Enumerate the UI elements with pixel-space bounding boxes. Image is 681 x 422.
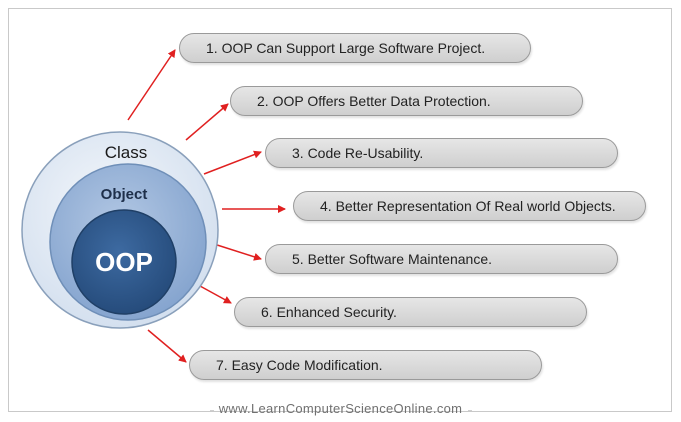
benefit-label-5: 5. Better Software Maintenance.	[292, 251, 492, 267]
footer-line-left	[210, 410, 214, 411]
arrow-3	[203, 150, 262, 175]
benefit-label-7: 7. Easy Code Modification.	[216, 357, 383, 373]
benefit-label-3: 3. Code Re-Usability.	[292, 145, 424, 161]
benefit-label-6: 6. Enhanced Security.	[261, 304, 397, 320]
benefit-pill-4: 4. Better Representation Of Real world O…	[293, 191, 646, 221]
arrow-7	[147, 329, 187, 363]
arrow-2	[185, 103, 229, 141]
benefit-label-2: 2. OOP Offers Better Data Protection.	[257, 93, 491, 109]
benefit-pill-2: 2. OOP Offers Better Data Protection.	[230, 86, 583, 116]
benefit-pill-3: 3. Code Re-Usability.	[265, 138, 618, 168]
benefit-pill-6: 6. Enhanced Security.	[234, 297, 587, 327]
benefit-label-4: 4. Better Representation Of Real world O…	[320, 198, 616, 214]
arrow-1	[127, 49, 176, 121]
benefit-pill-7: 7. Easy Code Modification.	[189, 350, 542, 380]
oop-label: OOP	[95, 247, 153, 277]
oop-core	[71, 209, 177, 315]
footer-website: www.LearnComputerScienceOnline.com	[218, 401, 463, 416]
object-label: Object	[101, 186, 148, 203]
class-label: Class	[105, 143, 148, 162]
arrow-6	[199, 285, 232, 304]
arrow-5	[213, 243, 262, 261]
footer-line-right	[468, 410, 472, 411]
benefit-pill-1: 1. OOP Can Support Large Software Projec…	[179, 33, 531, 63]
benefit-label-1: 1. OOP Can Support Large Software Projec…	[206, 40, 486, 56]
benefit-pill-5: 5. Better Software Maintenance.	[265, 244, 618, 274]
arrow-group	[127, 49, 286, 363]
